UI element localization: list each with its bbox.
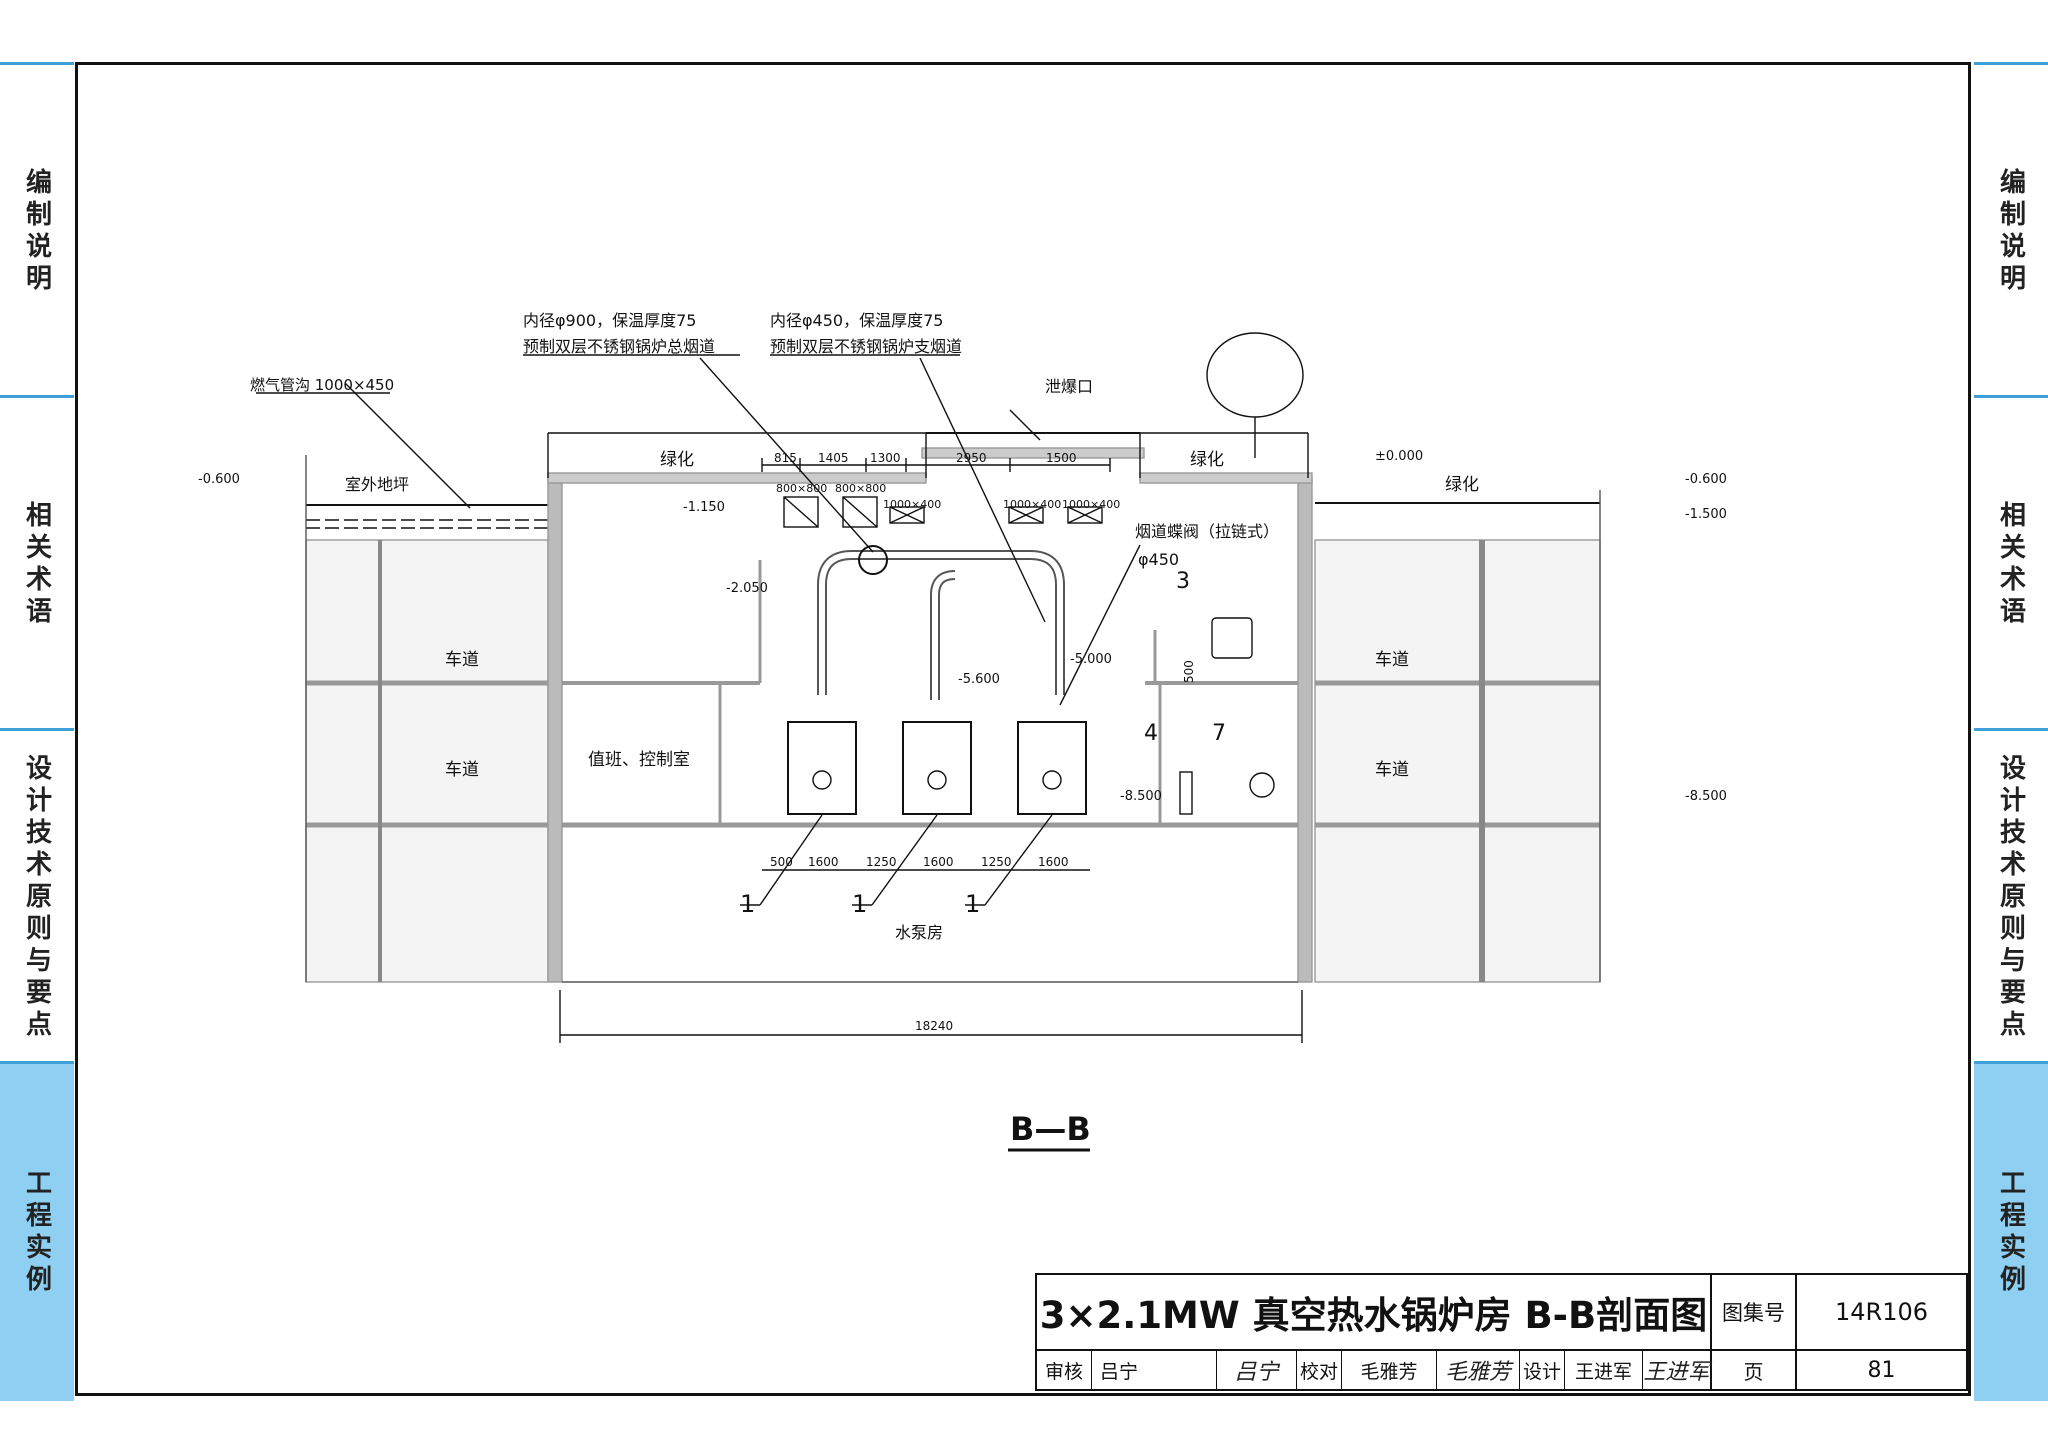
side-tab-label: 编制说明 xyxy=(1995,167,2026,296)
dim-top-5: 1500 xyxy=(1046,451,1077,465)
elevation-pm0000: ±0.000 xyxy=(1375,449,1423,464)
main-flue-label-1: 内径φ900，保温厚度75 xyxy=(523,311,696,330)
design-label: 设计 xyxy=(1520,1351,1565,1389)
callout-boiler-3: 1 xyxy=(965,890,980,918)
opening-label-1: 800×800 xyxy=(776,482,827,495)
callout-tank: 3 xyxy=(1176,569,1190,594)
atlas-number-label: 图集号 xyxy=(1712,1275,1797,1351)
elevation-m1500: -1.500 xyxy=(1685,507,1727,522)
flue-damper-label: 烟道蝶阀（拉链式） xyxy=(1135,522,1279,541)
side-tab-design-principles[interactable]: 设计技术原则与要点 xyxy=(0,728,74,1064)
dim-bottom-4: 1600 xyxy=(923,855,954,869)
greening-label-1: 绿化 xyxy=(660,450,694,470)
side-tab-label: 编制说明 xyxy=(21,167,52,296)
dim-top-3: 1300 xyxy=(870,451,901,465)
side-tab-related-terms-right[interactable]: 相关术语 xyxy=(1974,395,2048,731)
dim-top-1: 815 xyxy=(774,451,797,465)
side-tab-label: 工程实例 xyxy=(21,1168,52,1297)
page-label: 页 xyxy=(1712,1351,1797,1389)
right-side-nav: 编制说明 相关术语 设计技术原则与要点 工程实例 xyxy=(1974,0,2048,1456)
elevation-m5600: -5.600 xyxy=(958,672,1000,687)
pump-room-label: 水泵房 xyxy=(895,923,943,942)
page-number: 81 xyxy=(1867,1357,1896,1383)
elevation-m8500-inner: -8.500 xyxy=(1120,789,1162,804)
main-flue-label-2: 预制双层不锈钢锅炉总烟道 xyxy=(523,337,715,356)
side-tab-compile-notes-right[interactable]: 编制说明 xyxy=(1974,62,2048,398)
lane-label-4: 车道 xyxy=(1375,760,1409,780)
review-label: 审核 xyxy=(1037,1351,1092,1389)
dim-bottom-5: 1250 xyxy=(981,855,1012,869)
dim-500: 500 xyxy=(1182,660,1196,683)
phi450-label: φ450 xyxy=(1138,550,1179,569)
side-tab-label: 设计技术原则与要点 xyxy=(21,753,52,1042)
elevation-m0600-left: -0.600 xyxy=(198,472,240,487)
dim-overall: 18240 xyxy=(915,1019,953,1033)
lane-label-3: 车道 xyxy=(1375,650,1409,670)
duty-room-label: 值班、控制室 xyxy=(588,750,690,770)
elevation-m2050: -2.050 xyxy=(726,581,768,596)
drawing-title: 3×2.1MW 真空热水锅炉房 B-B剖面图 xyxy=(1037,1275,1712,1351)
lane-label-1: 车道 xyxy=(445,650,479,670)
elevation-m5000: -5.000 xyxy=(1070,652,1112,667)
branch-flue-label-1: 内径φ450，保温厚度75 xyxy=(770,311,943,330)
side-tab-project-examples[interactable]: 工程实例 xyxy=(0,1061,74,1401)
review-signature: 吕宁 xyxy=(1217,1351,1297,1389)
side-tab-compile-notes[interactable]: 编制说明 xyxy=(0,62,74,398)
opening-label-3: 1000×400 xyxy=(883,498,941,511)
greening-label-2: 绿化 xyxy=(1190,450,1224,470)
design-name: 王进军 xyxy=(1565,1351,1643,1389)
drawing-frame xyxy=(75,62,1971,1396)
opening-label-4: 1000×400 xyxy=(1003,498,1061,511)
explosion-vent-label: 泄爆口 xyxy=(1045,377,1093,396)
outdoor-ground-label: 室外地坪 xyxy=(345,475,409,494)
callout-boiler-2: 1 xyxy=(852,890,867,918)
dim-bottom-2: 1600 xyxy=(808,855,839,869)
left-side-nav: 编制说明 相关术语 设计技术原则与要点 工程实例 xyxy=(0,0,74,1456)
check-signature: 毛雅芳 xyxy=(1437,1351,1520,1389)
design-signature: 王进军 xyxy=(1643,1351,1712,1389)
callout-boiler-1: 1 xyxy=(740,890,755,918)
dim-bottom-3: 1250 xyxy=(866,855,897,869)
opening-label-5: 1000×400 xyxy=(1062,498,1120,511)
side-tab-design-principles-right[interactable]: 设计技术原则与要点 xyxy=(1974,728,2048,1064)
elevation-m8500-right: -8.500 xyxy=(1685,789,1727,804)
dim-bottom-6: 1600 xyxy=(1038,855,1069,869)
check-name: 毛雅芳 xyxy=(1342,1351,1437,1389)
elevation-m0600-right: -0.600 xyxy=(1685,472,1727,487)
lane-label-2: 车道 xyxy=(445,760,479,780)
dim-top-4: 2950 xyxy=(956,451,987,465)
check-label: 校对 xyxy=(1297,1351,1342,1389)
review-name: 吕宁 xyxy=(1092,1351,1217,1389)
opening-label-2: 800×800 xyxy=(835,482,886,495)
callout-pump: 4 xyxy=(1144,721,1158,746)
side-tab-label: 相关术语 xyxy=(21,500,52,629)
side-tab-label: 相关术语 xyxy=(1995,500,2026,629)
title-block: 3×2.1MW 真空热水锅炉房 B-B剖面图 图集号 14R106 审核 吕宁 … xyxy=(1035,1273,1968,1391)
side-tab-related-terms[interactable]: 相关术语 xyxy=(0,395,74,731)
side-tab-label: 设计技术原则与要点 xyxy=(1995,753,2026,1042)
branch-flue-label-2: 预制双层不锈钢锅炉支烟道 xyxy=(770,337,962,356)
elevation-m1150: -1.150 xyxy=(683,500,725,515)
side-tab-label: 工程实例 xyxy=(1995,1168,2026,1297)
side-tab-project-examples-right[interactable]: 工程实例 xyxy=(1974,1061,2048,1401)
gas-trench-label: 燃气管沟 1000×450 xyxy=(250,376,394,394)
dim-bottom-1: 500 xyxy=(770,855,793,869)
atlas-number-value: 14R106 xyxy=(1797,1275,1966,1351)
callout-unit7: 7 xyxy=(1212,721,1226,746)
dim-top-2: 1405 xyxy=(818,451,849,465)
section-title: B—B xyxy=(1010,1110,1091,1148)
greening-label-3: 绿化 xyxy=(1445,475,1479,495)
